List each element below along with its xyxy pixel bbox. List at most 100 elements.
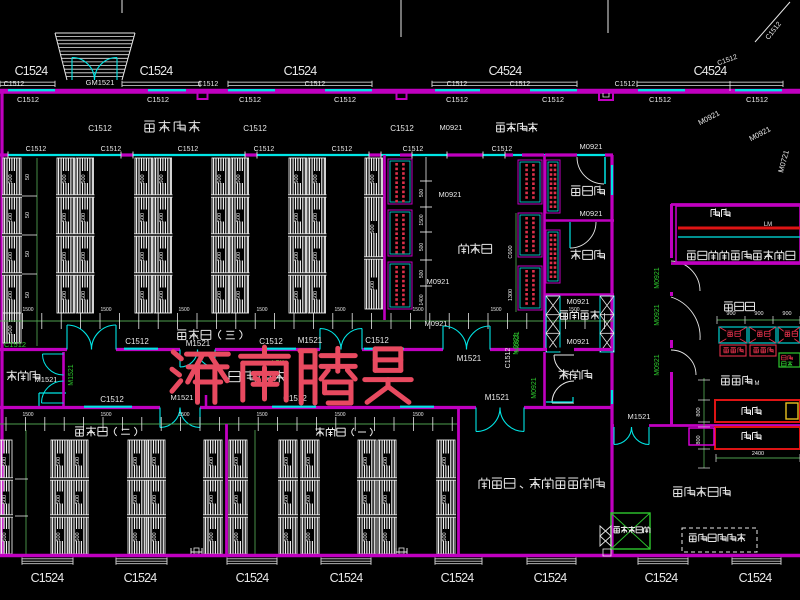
svg-text:500: 500	[284, 532, 290, 541]
svg-text:500: 500	[140, 213, 146, 222]
svg-text:C1512: C1512	[4, 81, 25, 88]
svg-text:500: 500	[159, 174, 165, 183]
svg-text:500: 500	[306, 532, 312, 541]
svg-text:500: 500	[159, 252, 165, 261]
svg-text:C1512: C1512	[259, 337, 283, 346]
svg-text:500: 500	[152, 532, 158, 541]
svg-text:C1524: C1524	[284, 64, 318, 78]
svg-text:C4524: C4524	[489, 64, 523, 78]
svg-text:500: 500	[236, 213, 242, 222]
svg-text:M0921: M0921	[439, 190, 462, 199]
svg-text:500: 500	[442, 495, 448, 504]
svg-text:1500: 1500	[22, 307, 33, 313]
svg-text:500: 500	[2, 495, 8, 504]
svg-text:500: 500	[8, 325, 14, 334]
svg-text:500: 500	[209, 532, 215, 541]
svg-text:C1524: C1524	[124, 571, 158, 585]
svg-text:C1512: C1512	[305, 81, 326, 88]
svg-text:1400: 1400	[419, 294, 425, 305]
svg-text:50: 50	[25, 251, 31, 257]
svg-text:1500: 1500	[412, 307, 423, 313]
svg-text:500: 500	[313, 174, 319, 183]
svg-text:C1512: C1512	[283, 394, 307, 403]
svg-text:50: 50	[25, 174, 31, 180]
svg-text:M1521: M1521	[628, 412, 651, 421]
svg-text:1500: 1500	[419, 214, 425, 225]
svg-text:500: 500	[306, 495, 312, 504]
svg-text:C1512: C1512	[101, 146, 122, 153]
svg-text:500: 500	[140, 252, 146, 261]
svg-text:C1512: C1512	[746, 95, 768, 104]
svg-text:500: 500	[234, 495, 240, 504]
svg-text:C1512: C1512	[26, 146, 47, 153]
svg-text:1500: 1500	[490, 307, 501, 313]
svg-text:500: 500	[383, 532, 389, 541]
svg-text:M0921: M0921	[440, 123, 463, 132]
svg-text:500: 500	[419, 270, 425, 279]
svg-text:500: 500	[56, 457, 62, 466]
svg-text:500: 500	[140, 291, 146, 300]
svg-text:500: 500	[236, 174, 242, 183]
svg-text:1500: 1500	[334, 412, 345, 418]
svg-text:500: 500	[217, 213, 223, 222]
svg-text:1500: 1500	[256, 307, 267, 313]
svg-text:500: 500	[419, 189, 425, 198]
svg-text:C1512: C1512	[505, 348, 512, 369]
svg-text:C1512: C1512	[446, 95, 468, 104]
svg-text:500: 500	[62, 174, 68, 183]
svg-text:M0921: M0921	[513, 333, 520, 355]
svg-text:C1512: C1512	[332, 146, 353, 153]
svg-text:500: 500	[209, 457, 215, 466]
svg-text:500: 500	[294, 291, 300, 300]
svg-text:500: 500	[363, 532, 369, 541]
svg-text:900: 900	[782, 311, 791, 317]
svg-text:M1521: M1521	[457, 354, 482, 363]
svg-text:500: 500	[159, 213, 165, 222]
svg-text:1300: 1300	[508, 289, 514, 301]
svg-text:500: 500	[284, 457, 290, 466]
svg-text:C600: C600	[508, 245, 514, 258]
svg-text:C1512: C1512	[492, 146, 513, 153]
svg-text:C1512: C1512	[147, 95, 169, 104]
svg-text:C1512: C1512	[649, 95, 671, 104]
svg-text:C1512: C1512	[403, 146, 424, 153]
svg-text:C1512: C1512	[198, 81, 219, 88]
svg-text:C1524: C1524	[140, 64, 174, 78]
svg-text:500: 500	[383, 457, 389, 466]
svg-text:1500: 1500	[256, 412, 267, 418]
svg-text:C1524: C1524	[31, 571, 65, 585]
svg-text:M0921: M0921	[514, 331, 521, 353]
svg-text:500: 500	[313, 213, 319, 222]
svg-text:500: 500	[56, 532, 62, 541]
svg-text:C1512: C1512	[243, 124, 267, 133]
svg-text:500: 500	[62, 291, 68, 300]
svg-text:C1512: C1512	[254, 146, 275, 153]
svg-text:1500: 1500	[412, 412, 423, 418]
svg-text:500: 500	[75, 495, 81, 504]
svg-text:C1512: C1512	[239, 95, 261, 104]
svg-text:C1512: C1512	[365, 336, 389, 345]
svg-text:500: 500	[133, 532, 139, 541]
svg-text:500: 500	[81, 252, 87, 261]
svg-text:M1521: M1521	[35, 375, 58, 384]
svg-text:500: 500	[419, 243, 425, 252]
svg-text:500: 500	[159, 291, 165, 300]
svg-text:500: 500	[133, 457, 139, 466]
svg-text:500: 500	[306, 457, 312, 466]
svg-text:C1512: C1512	[334, 95, 356, 104]
svg-text:500: 500	[152, 457, 158, 466]
svg-text:900: 900	[726, 311, 735, 317]
svg-text:500: 500	[62, 252, 68, 261]
svg-text:500: 500	[234, 457, 240, 466]
svg-text:500: 500	[75, 457, 81, 466]
svg-text:500: 500	[370, 281, 376, 290]
svg-text:C1512: C1512	[447, 81, 468, 88]
svg-text:500: 500	[234, 532, 240, 541]
svg-text:M0921: M0921	[531, 377, 538, 399]
svg-text:M0921: M0921	[654, 267, 661, 289]
svg-text:500: 500	[294, 174, 300, 183]
svg-text:500: 500	[217, 291, 223, 300]
svg-text:500: 500	[8, 252, 14, 261]
svg-text:500: 500	[236, 252, 242, 261]
svg-text:C1512: C1512	[17, 95, 39, 104]
